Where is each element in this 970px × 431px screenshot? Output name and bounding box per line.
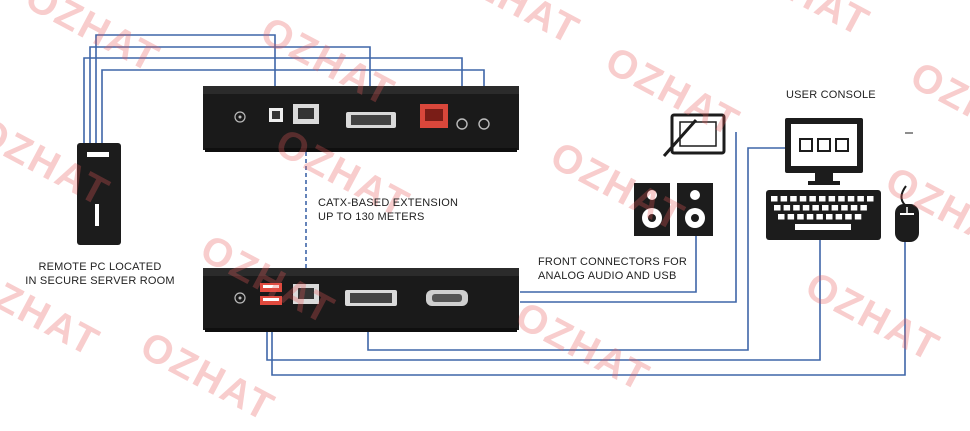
keyboard-key — [850, 205, 858, 211]
keyboard-key — [806, 214, 814, 220]
power-port-icon — [234, 292, 246, 304]
keyboard-key — [819, 196, 826, 202]
keyboard-key — [847, 196, 855, 202]
keyboard-key — [809, 196, 816, 202]
pc-tower-icon — [77, 143, 121, 245]
audio-jack-icon — [456, 118, 468, 130]
keyboard-key — [816, 214, 823, 220]
keyboard-key — [826, 214, 833, 220]
keyboard-key — [822, 205, 829, 211]
keyboard-key — [790, 196, 797, 202]
front-connectors-label-line1: FRONT CONNECTORS FOR — [538, 256, 688, 268]
monitor-icon — [785, 118, 863, 185]
kvm-extender-diagram — [77, 34, 919, 376]
remote-pc-label: REMOTE PC LOCATED IN SECURE SERVER ROOM — [22, 260, 178, 288]
speaker-icon — [634, 183, 670, 236]
keyboard-key — [793, 205, 800, 211]
keyboard-key — [831, 205, 839, 211]
audio-jack-icon — [478, 118, 490, 130]
catx-label-line2: UP TO 130 METERS — [318, 211, 425, 223]
remote-pc-label-line1: REMOTE PC LOCATED — [38, 261, 162, 273]
mouse-icon — [895, 185, 919, 242]
remote-pc-label-line2: IN SECURE SERVER ROOM — [25, 275, 175, 287]
keyboard-key — [860, 205, 867, 211]
keyboard-key — [802, 205, 810, 211]
cable-audio-speakers — [520, 232, 697, 293]
cable-usb-tablet — [520, 132, 737, 303]
cable-usb-mouse — [271, 240, 906, 376]
keyboard-key — [783, 205, 791, 211]
keyboard-key — [771, 196, 778, 202]
user-console-label: USER CONSOLE — [786, 89, 876, 101]
speaker-icon — [677, 183, 713, 236]
front-connectors-label-line2: ANALOG AUDIO AND USB — [538, 270, 677, 282]
keyboard-key — [778, 214, 785, 220]
drawing-tablet-icon — [662, 113, 726, 157]
catx-label: CATx-BASED EXTENSION UP TO 130 METERS — [318, 196, 458, 224]
keyboard-key — [828, 196, 836, 202]
keyboard-key — [845, 214, 852, 220]
cable-pc-dvi — [89, 46, 371, 145]
keyboard-key — [797, 214, 804, 220]
transmitter-unit — [203, 86, 519, 152]
keyboard-icon — [766, 190, 881, 240]
keyboard-key — [841, 205, 848, 211]
keyboard-key — [787, 214, 795, 220]
keyboard-key — [812, 205, 819, 211]
catx-label-line1: CATx-BASED EXTENSION — [318, 197, 459, 209]
cable-group — [83, 34, 906, 376]
keyboard-key — [867, 196, 874, 202]
keyboard-key — [780, 196, 788, 202]
receiver-unit — [203, 268, 519, 332]
keyboard-key — [857, 196, 864, 202]
keyboard-key — [838, 196, 845, 202]
keyboard-key — [854, 214, 862, 220]
cable-dvi-monitor — [367, 147, 785, 351]
front-connectors-label: FRONT CONNECTORS FOR ANALOG AUDIO AND US… — [538, 255, 687, 283]
keyboard-key — [799, 196, 807, 202]
power-port-icon — [234, 111, 246, 123]
cable-pc-usb — [95, 34, 276, 145]
keyboard-key — [835, 214, 843, 220]
keyboard-key — [774, 205, 781, 211]
keyboard-spacebar — [795, 224, 851, 230]
